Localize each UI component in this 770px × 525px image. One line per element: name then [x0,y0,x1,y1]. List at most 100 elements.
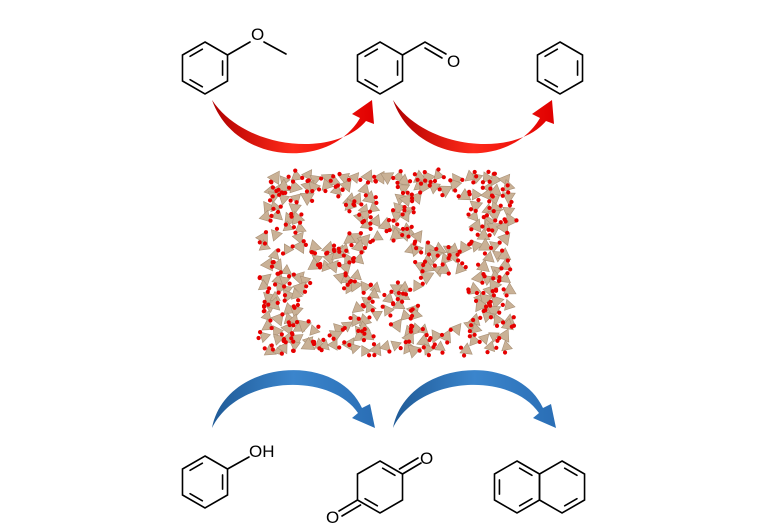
oxygen-atom [413,259,418,265]
oxygen-atom [399,299,405,304]
silicon-tetrahedron [502,282,517,295]
oxygen-atom [261,303,267,309]
silicon-tetrahedron [493,313,505,326]
oxygen-atom [280,251,286,256]
oxygen-atom [463,264,468,270]
oxygen-atom [420,269,425,274]
oxygen-atom [347,342,352,348]
oxygen-atom [440,262,445,267]
oxygen-atom [388,313,393,318]
oxygen-atom [408,329,414,334]
oxygen-atom [458,345,464,350]
silicon-tetrahedron [325,259,339,274]
oxygen-atom [372,353,377,358]
oxygen-atom [324,251,329,256]
oxygen-atom [514,218,519,223]
red-arrow-benzaldehyde-to-benzene [393,100,554,154]
oxygen-atom [461,353,467,358]
silicon-tetrahedron [276,341,288,355]
oxygen-atom [466,287,471,292]
oxygen-atom [342,340,347,345]
oxygen-atom [391,218,396,223]
silicon-tetrahedron [267,248,280,261]
silicon-tetrahedron [471,322,483,334]
oxygen-atom [276,248,281,253]
oxygen-atom [387,349,392,354]
oxygen-atom [426,252,432,257]
oxygen-atom [400,212,405,217]
ring-bonds [181,455,229,509]
oxygen-atom [370,299,375,304]
oxygen-atom [347,209,352,214]
silicon-tetrahedron [501,339,513,352]
oxygen-atom [486,169,491,174]
silicon-tetrahedron [431,329,445,344]
silicon-tetrahedron [382,292,395,304]
oxygen-atom [483,308,488,313]
oxygen-atom [275,300,280,305]
oxygen-atom [467,334,472,339]
oxygen-atom [417,348,422,353]
oxygen-atom [279,332,284,337]
oxygen-atom [496,278,501,284]
oxygen-atom [294,200,299,205]
oxygen-atom [270,194,275,199]
oxygen-atom [276,271,281,276]
oxygen-atom [400,190,406,196]
ring-bonds [536,41,584,95]
oxygen-atom [290,179,296,184]
silicon-tetrahedron [438,185,453,199]
oxygen-atom [402,204,407,210]
oxygen-atom [408,316,413,321]
oxygen-atom [256,335,261,341]
oxygen-atom [283,222,288,227]
oxygen-atom [337,249,342,254]
oxygen-atom [478,315,483,320]
silicon-tetrahedron [413,279,425,292]
oxygen-atom [347,279,353,285]
oxygen-atom [278,204,283,209]
oxygen-atom [436,167,441,172]
oxygen-atom [297,220,303,225]
oxygen-atom [500,193,505,198]
oxygen-atom [389,289,394,294]
oxygen-atom [440,350,445,355]
oxygen-atom [497,275,502,280]
oxygen-atom [268,318,273,323]
oxygen-atom [374,200,379,205]
oxygen-atom [411,210,416,215]
oxygen-atom [480,185,485,190]
oxygen-atom [490,194,495,199]
silicon-tetrahedron [309,324,321,336]
oxygen-atom [487,199,492,204]
oxygen-atom [414,246,419,251]
oxygen-atom [409,308,414,313]
silicon-tetrahedron [348,172,360,184]
oxygen-atom [257,275,262,280]
oxygen-atom [265,289,270,294]
oxygen-atom [316,187,322,192]
oxygen-atom [476,262,481,267]
oxygen-atom [276,290,281,295]
oxygen-atom [498,203,503,208]
oxygen-atom [460,261,465,266]
oxygen-atom [432,178,438,184]
oxygen-atom [497,310,502,315]
oxygen-atom [323,188,328,194]
silicon-tetrahedron [321,178,334,191]
silicon-tetrahedron [438,329,451,344]
oxygen-atom [362,245,368,251]
oxygen-atom [373,195,378,200]
silicon-tetrahedron [397,173,410,186]
silicon-tetrahedron [423,343,436,356]
oxygen-atom [291,323,296,328]
oxygen-atom [262,241,268,246]
oxygen-atom [492,171,497,176]
oxygen-atom [372,174,377,179]
oxygen-atom [257,240,262,245]
oxygen-atom [331,336,336,341]
silicon-tetrahedron [270,312,284,327]
silicon-tetrahedron [410,243,424,258]
quinone-oxygen-bottom-label: O [326,508,339,525]
ring-bonds [538,460,586,514]
